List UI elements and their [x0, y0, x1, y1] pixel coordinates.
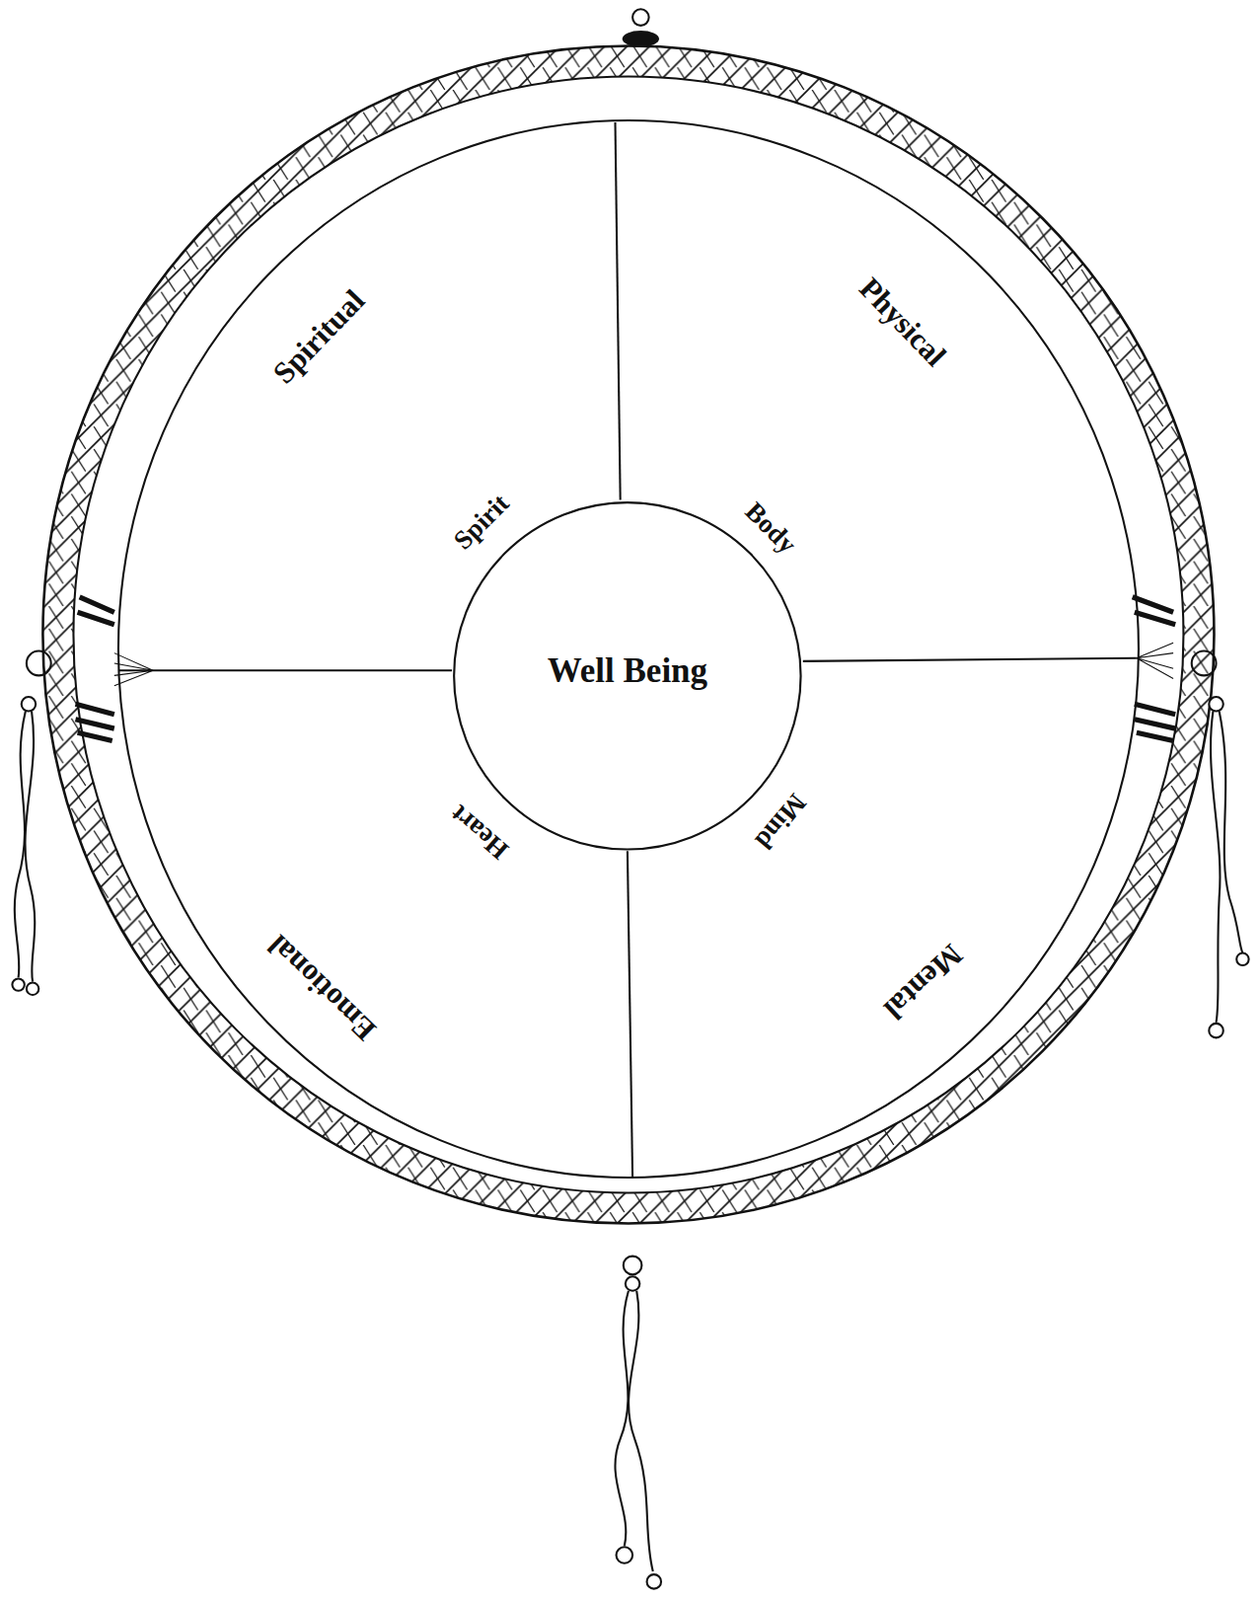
wheel-quadrant: Mental Mind — [632, 663, 1133, 1174]
aspect-label: Heart — [445, 799, 515, 864]
aspect-label: Body — [740, 497, 802, 559]
quadrant-label: Physical — [854, 271, 953, 371]
quadrant-label: Spiritual — [267, 284, 371, 389]
aspect-label: Mind — [749, 789, 811, 855]
quadrant-label: Mental — [879, 938, 968, 1025]
aspect-label: Spirit — [448, 490, 515, 556]
quadrant-label: Emotional — [261, 929, 381, 1046]
center-label: Well Being — [547, 653, 708, 688]
center-circle: Well Being — [451, 500, 804, 852]
wheel-quadrant: Emotional Heart — [122, 672, 628, 1174]
